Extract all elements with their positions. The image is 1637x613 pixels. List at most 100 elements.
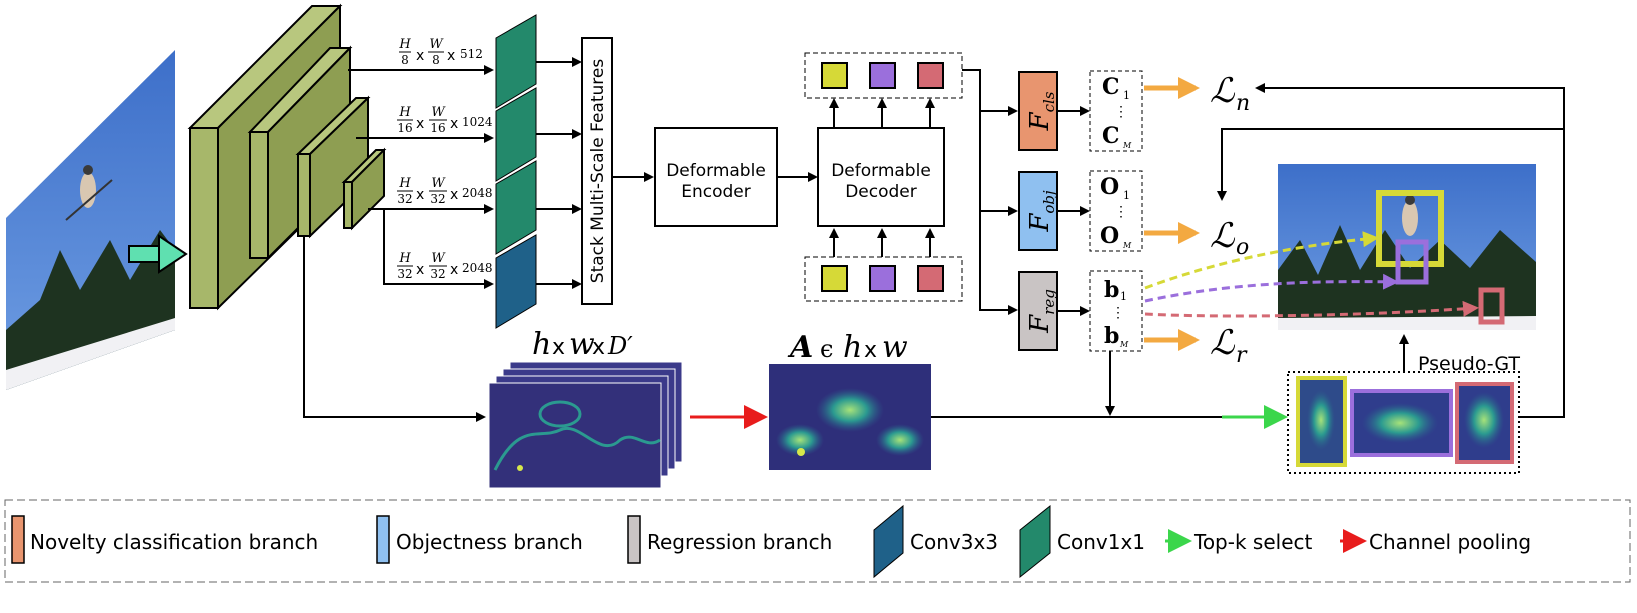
svg-text:H: H: [398, 105, 411, 120]
svg-text:x: x: [552, 335, 565, 360]
svg-text:Stack Multi-Scale Features: Stack Multi-Scale Features: [588, 59, 608, 284]
svg-text:16: 16: [430, 121, 445, 135]
svg-text:x: x: [592, 335, 605, 360]
svg-text:Channel pooling: Channel pooling: [1369, 530, 1531, 554]
svg-text:32: 32: [430, 267, 445, 281]
svg-text:Decoder: Decoder: [845, 182, 917, 202]
backbone-block-3: [295, 95, 371, 239]
svg-text:b: b: [1104, 323, 1119, 349]
svg-text:2048: 2048: [462, 186, 493, 200]
svg-text:x: x: [450, 187, 458, 203]
svg-text:x: x: [416, 187, 424, 203]
stack-features-box: Stack Multi-Scale Features: [581, 37, 613, 305]
output-image: [1278, 164, 1536, 330]
svg-text:Conv1x1: Conv1x1: [1057, 530, 1145, 554]
svg-text:Regression branch: Regression branch: [647, 530, 832, 554]
svg-text:O: O: [1100, 174, 1119, 200]
svg-text:C: C: [1102, 74, 1120, 100]
svg-text:2048: 2048: [462, 261, 493, 275]
conv1x1-block-3: [495, 160, 537, 255]
attention-map: [769, 364, 931, 470]
svg-text:H: H: [398, 176, 411, 191]
scale-arrows: [303, 65, 494, 422]
topk-line: [931, 351, 1288, 429]
svg-text:C: C: [1102, 123, 1120, 149]
svg-text:1024: 1024: [462, 115, 493, 129]
svg-text:W: W: [429, 37, 444, 52]
reg-output: b 1 ⋮ b M: [1089, 270, 1143, 352]
loss-regression: ℒ r: [1210, 323, 1248, 368]
svg-text:8: 8: [432, 53, 440, 67]
svg-text:⋮: ⋮: [1114, 104, 1128, 120]
svg-text:M: M: [1122, 241, 1132, 250]
svg-text:H: H: [398, 251, 411, 266]
feature-map-stack: [488, 361, 683, 489]
svg-text:b: b: [1104, 277, 1119, 303]
svg-text:x: x: [447, 48, 455, 64]
loss-objectness: ℒ o: [1210, 216, 1249, 260]
svg-text:16: 16: [397, 121, 412, 135]
legend-item-objectness: Objectness branch: [376, 515, 583, 564]
svg-text:A: A: [787, 330, 813, 365]
svg-text:32: 32: [430, 192, 445, 206]
scale-label-1: H 8 x W 8 x 512: [398, 37, 483, 67]
attention-label: A ϵ h x w: [787, 330, 908, 365]
decoder-out-arrows: [829, 98, 935, 127]
deformable-encoder: Deformable Encoder: [654, 127, 778, 227]
svg-text:ℒ: ℒ: [1210, 71, 1236, 111]
scale-label-4: H 32 x W 32 x 2048: [397, 251, 493, 281]
decoder-in-arrows: [829, 228, 935, 257]
svg-text:x: x: [450, 116, 458, 132]
backbone-block-4: [341, 147, 387, 231]
loss-arrows: [1144, 77, 1200, 351]
detection-box-yellow: [1376, 190, 1444, 267]
svg-text:Deformable: Deformable: [666, 161, 766, 181]
obj-output: O 1 ⋮ O M: [1089, 170, 1143, 252]
svg-text:Encoder: Encoder: [681, 182, 751, 202]
conv1x1-block-2: [495, 87, 537, 182]
svg-text:M: M: [1122, 141, 1132, 150]
svg-text:32: 32: [397, 192, 412, 206]
head-branch-lines: [962, 69, 1018, 315]
svg-text:Fcls: Fcls: [1025, 91, 1058, 131]
svg-text:M: M: [1119, 340, 1129, 349]
legend: Novelty classification branch Objectness…: [4, 499, 1631, 583]
svg-text:x: x: [416, 116, 424, 132]
output-queries: [804, 52, 963, 99]
input-queries: [804, 256, 963, 302]
pseudo-gt: Pseudo-GT: [1399, 334, 1520, 375]
svg-text:⋮: ⋮: [1111, 305, 1125, 321]
svg-text:32: 32: [397, 267, 412, 281]
loss-novelty: ℒ n: [1210, 71, 1250, 116]
svg-text:w: w: [882, 330, 908, 365]
topk-crops: [1287, 371, 1520, 474]
svg-text:⋮: ⋮: [1114, 204, 1128, 220]
head-cls: Fcls: [1018, 71, 1058, 151]
svg-text:h: h: [843, 330, 862, 365]
svg-text:8: 8: [401, 53, 409, 67]
svg-text:Objectness branch: Objectness branch: [396, 530, 583, 554]
svg-text:H: H: [398, 37, 411, 52]
conv-layers: [495, 14, 537, 329]
svg-text:Fobj: Fobj: [1025, 190, 1058, 233]
svg-text:Deformable: Deformable: [831, 161, 931, 181]
svg-text:x: x: [450, 262, 458, 278]
svg-text:Pseudo-GT: Pseudo-GT: [1418, 353, 1520, 375]
stack-arrows: [536, 57, 582, 289]
svg-text:W: W: [431, 105, 446, 120]
svg-text:D′: D′: [607, 332, 633, 360]
svg-text:o: o: [1236, 235, 1249, 260]
conv3x3-block: [495, 234, 537, 329]
legend-item-regression: Regression branch: [627, 515, 832, 564]
svg-text:W: W: [431, 251, 446, 266]
svg-text:1: 1: [1120, 290, 1127, 303]
input-arrow: [128, 234, 188, 274]
svg-text:O: O: [1100, 223, 1119, 249]
head-out-arrows: [1057, 106, 1090, 316]
legend-item-topk: Top-k select: [1165, 529, 1312, 554]
head-reg: Freg: [1018, 271, 1058, 351]
svg-text:r: r: [1236, 343, 1248, 368]
svg-text:x: x: [416, 48, 424, 64]
skier-figure: [65, 165, 113, 221]
